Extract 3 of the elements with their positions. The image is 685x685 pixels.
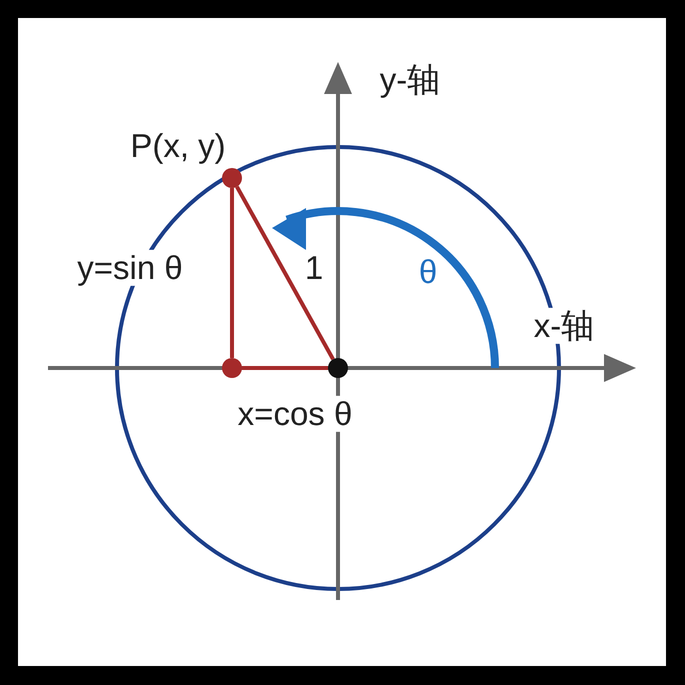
triangle-side [235,186,335,360]
triangle-side [230,188,234,358]
triangle-side [242,366,328,370]
